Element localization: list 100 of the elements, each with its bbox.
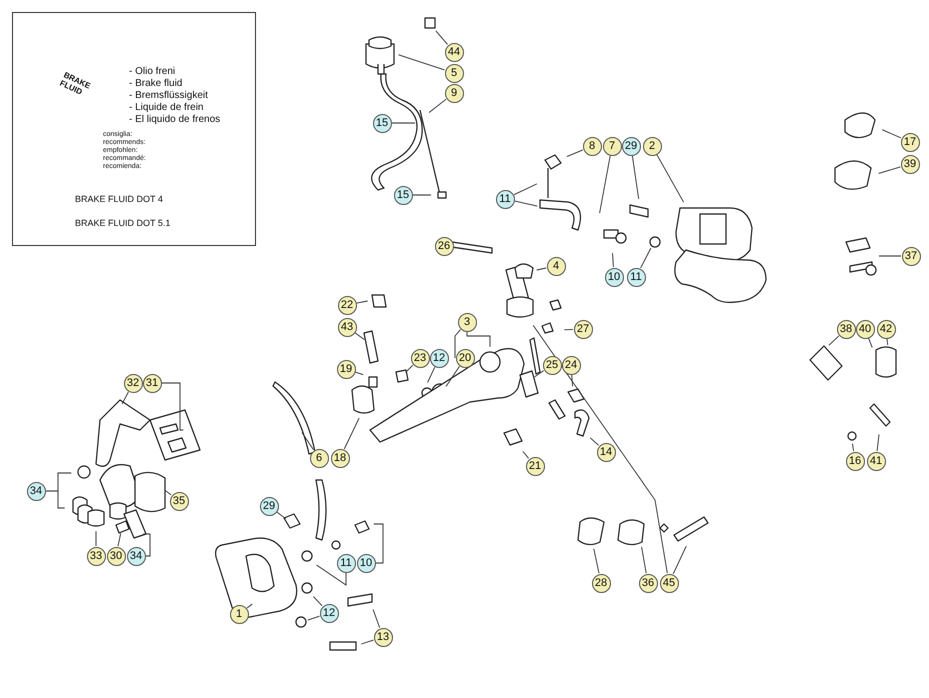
- fluid-spec: BRAKE FLUID DOT 5.1: [75, 218, 170, 228]
- callout-number: 45: [660, 574, 678, 592]
- leader-line: [656, 154, 684, 203]
- leader-line: [593, 548, 600, 574]
- leader-line: [876, 434, 880, 452]
- leader-line: [435, 30, 448, 45]
- callout-number: 34: [126, 546, 146, 566]
- callout-number: 8: [582, 136, 602, 156]
- callout-number: 29: [260, 496, 278, 516]
- leader-line: [162, 382, 184, 430]
- callout-number: 10: [604, 268, 624, 286]
- callout-number: 33: [86, 546, 106, 566]
- callout-number: 41: [866, 452, 886, 470]
- fluid-name: - Brake fluid: [129, 78, 182, 89]
- fluid-spec: BRAKE FLUID DOT 4: [75, 194, 163, 204]
- callout-number: 17: [900, 132, 920, 152]
- leader-line: [852, 443, 854, 452]
- leader-line: [641, 546, 647, 574]
- leader-line: [118, 532, 122, 547]
- callout-number: 12: [430, 348, 448, 368]
- leader-line: [398, 54, 445, 70]
- leader-line: [536, 268, 547, 270]
- leader-line: [344, 418, 360, 450]
- leader-line: [307, 616, 320, 621]
- callout-number: 4: [546, 256, 566, 276]
- leader-line: [392, 122, 416, 124]
- callout-number: 23: [410, 348, 430, 368]
- leader-line: [571, 374, 574, 387]
- callout-number: 12: [320, 604, 338, 622]
- callout-number: 42: [876, 320, 896, 338]
- brake-fluid-panel: [12, 12, 256, 246]
- callout-number: 9: [444, 84, 464, 102]
- leader-line: [316, 564, 346, 586]
- leader-line: [405, 364, 414, 373]
- leader-line: [590, 437, 600, 446]
- leader-line: [882, 129, 902, 138]
- callout-number: 34: [26, 482, 46, 500]
- leader-line: [46, 490, 66, 508]
- fluid-name: - Bremsflüssigkeit: [129, 90, 208, 101]
- callout-number: 24: [562, 356, 580, 374]
- callout-number: 22: [338, 296, 356, 314]
- callout-number: 2: [642, 136, 662, 156]
- callout-number: 11: [626, 268, 646, 286]
- leader-line: [886, 338, 888, 346]
- callout-number: 40: [856, 320, 874, 338]
- leader-line: [302, 432, 314, 450]
- callout-number: 10: [356, 554, 376, 572]
- leader-line: [466, 332, 490, 348]
- callout-number: 30: [106, 546, 126, 566]
- callout-number: 29: [622, 136, 640, 156]
- leader-line: [632, 155, 640, 200]
- callout-number: 28: [592, 574, 610, 592]
- leader-line: [412, 194, 432, 196]
- callout-number: 11: [496, 190, 514, 208]
- leader-line: [672, 546, 687, 574]
- callout-number: 19: [336, 360, 356, 378]
- leader-line: [534, 370, 544, 378]
- callout-number: 43: [338, 318, 356, 336]
- leader-line: [522, 450, 530, 459]
- leader-line: [164, 490, 172, 496]
- callout-number: 21: [526, 456, 544, 476]
- callout-number: 32: [124, 374, 142, 392]
- leader-line: [454, 329, 461, 358]
- leader-line: [868, 338, 873, 348]
- leader-line: [532, 324, 668, 574]
- leader-line: [599, 155, 611, 214]
- leader-line: [514, 183, 538, 196]
- callout-number: 36: [638, 574, 658, 592]
- fluid-name: - El liquido de frenos: [129, 114, 220, 125]
- leader-line: [354, 332, 365, 340]
- callout-number: 25: [542, 356, 562, 374]
- callout-number: 44: [444, 42, 464, 62]
- callout-number: 16: [846, 452, 864, 470]
- callout-number: 35: [170, 492, 188, 510]
- callout-number: 7: [602, 136, 622, 156]
- leader-line: [612, 252, 614, 268]
- leader-line: [122, 391, 129, 404]
- fluid-name: - Olio freni: [129, 66, 176, 77]
- callout-number: 31: [142, 374, 162, 392]
- callout-number: 15: [394, 186, 412, 204]
- leader-line: [276, 512, 286, 520]
- leader-line: [372, 609, 380, 628]
- callout-number: 20: [456, 348, 474, 368]
- leader-line: [312, 596, 323, 606]
- leader-line: [446, 366, 460, 387]
- leader-line: [360, 640, 374, 644]
- callout-number: 1: [230, 604, 248, 624]
- callout-number: 39: [900, 154, 920, 174]
- callout-number: 26: [434, 236, 454, 256]
- leader-line: [640, 248, 652, 269]
- leader-line: [453, 247, 466, 250]
- leader-line: [514, 200, 538, 207]
- callout-number: 14: [596, 442, 616, 462]
- leader-line: [828, 335, 840, 346]
- leader-line: [566, 149, 584, 158]
- callout-number: 11: [336, 554, 356, 572]
- leader-line: [355, 372, 364, 376]
- leader-line: [142, 534, 150, 556]
- callout-number: 27: [574, 320, 592, 338]
- callout-number: 3: [458, 312, 476, 332]
